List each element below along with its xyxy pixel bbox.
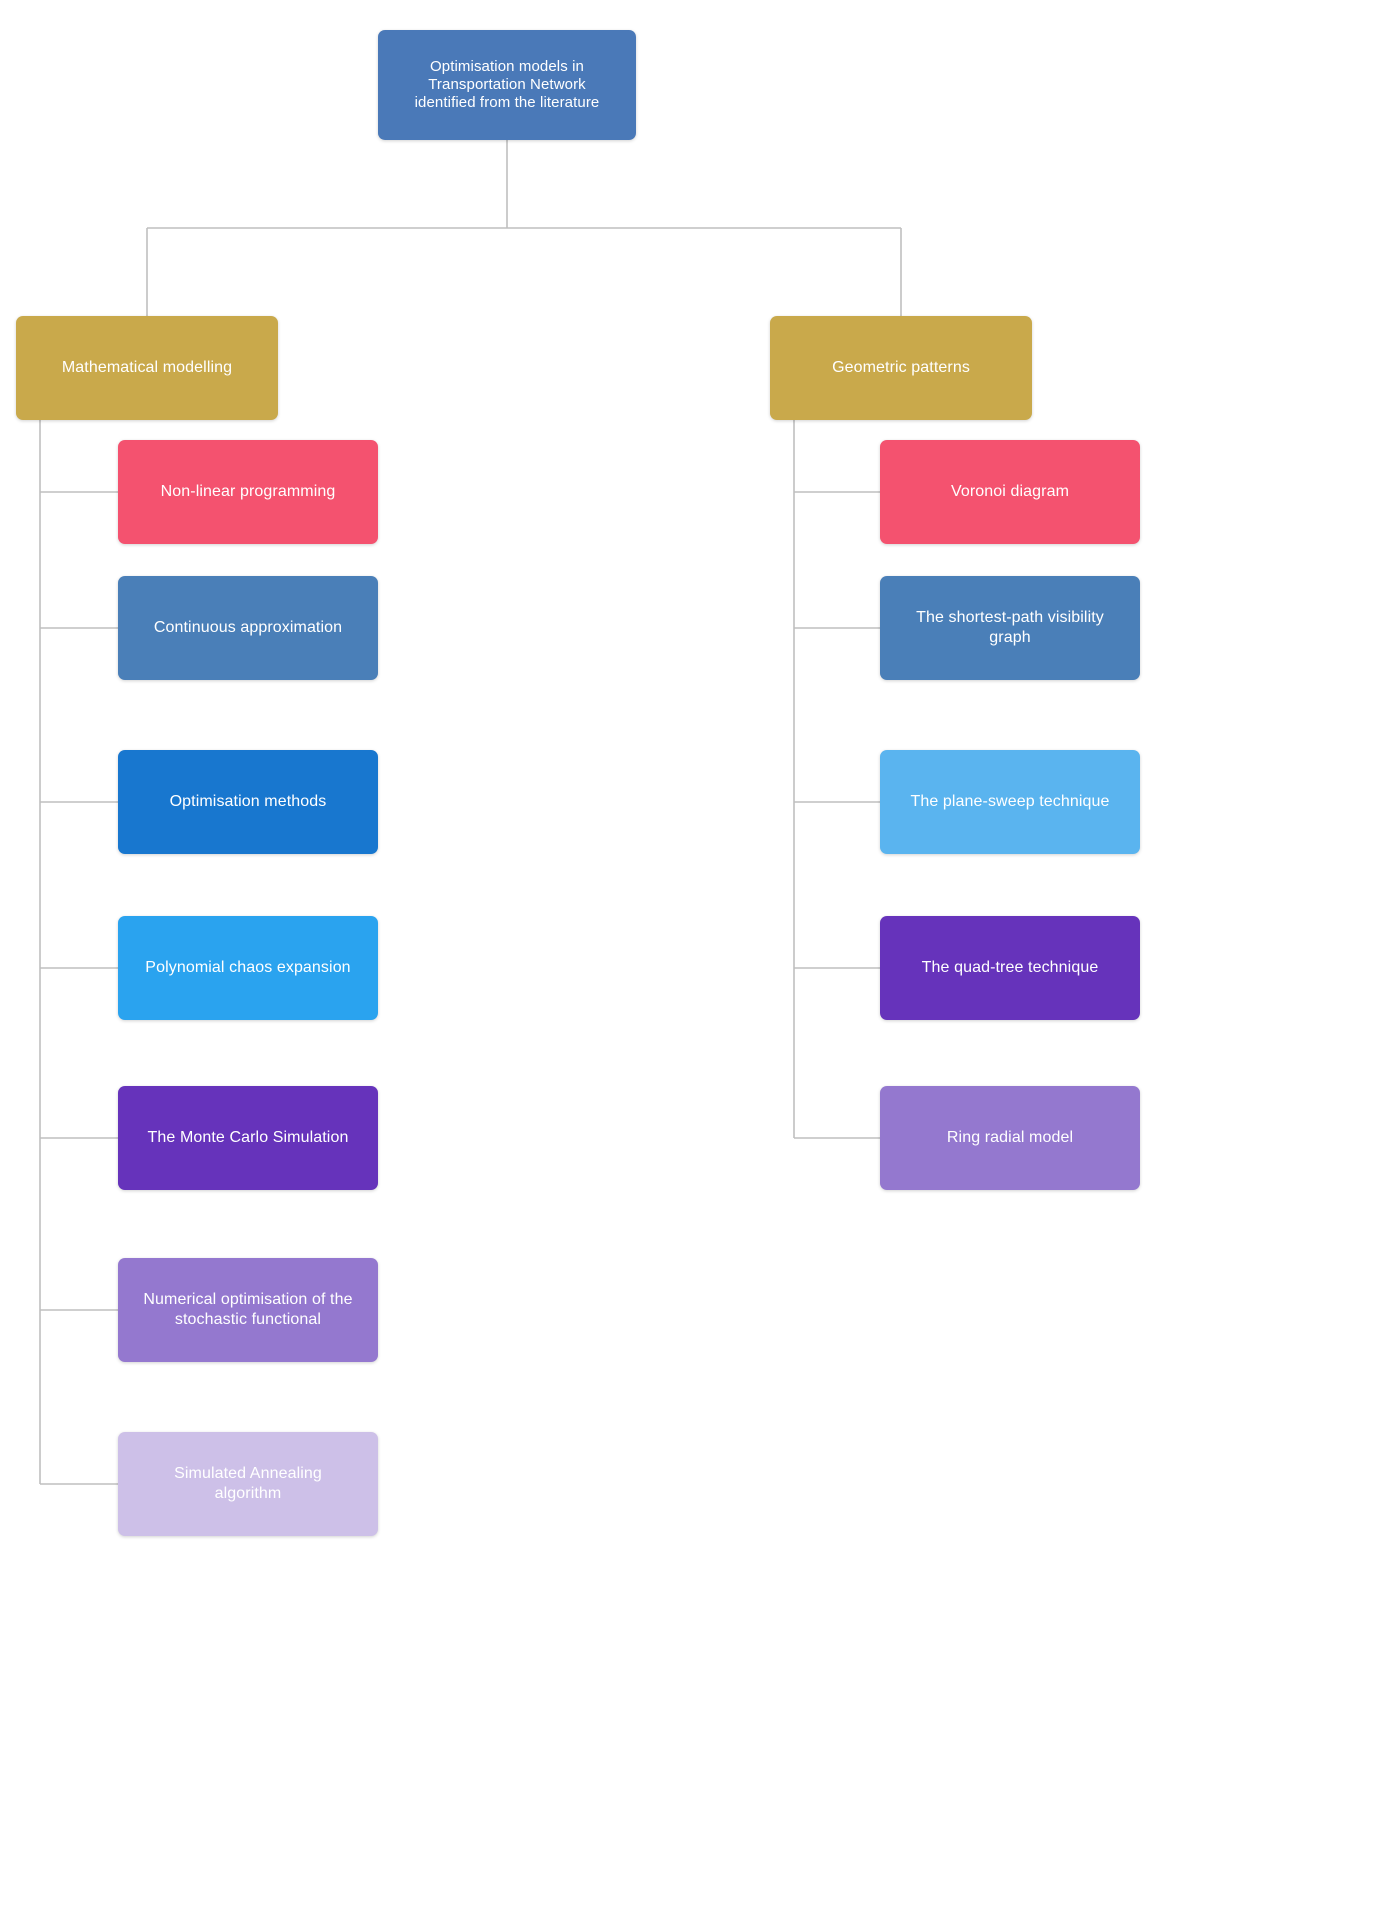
leaf-node-geometric-patterns-0[interactable]: Voronoi diagram [880,440,1140,544]
leaf-node-mathematical-modelling-1[interactable]: Continuous approximation [118,576,378,680]
leaf-node-mathematical-modelling-4[interactable]: The Monte Carlo Simulation [118,1086,378,1190]
leaf-node-geometric-patterns-3[interactable]: The quad-tree technique [880,916,1140,1020]
leaf-node-mathematical-modelling-5[interactable]: Numerical optimisation of the stochastic… [118,1258,378,1362]
leaf-node-geometric-patterns-1[interactable]: The shortest-path visibility graph [880,576,1140,680]
root-node[interactable]: Optimisation models in Transportation Ne… [378,30,636,140]
leaf-node-mathematical-modelling-0[interactable]: Non-linear programming [118,440,378,544]
leaf-node-mathematical-modelling-6[interactable]: Simulated Annealing algorithm [118,1432,378,1536]
leaf-node-geometric-patterns-4[interactable]: Ring radial model [880,1086,1140,1190]
leaf-node-mathematical-modelling-3[interactable]: Polynomial chaos expansion [118,916,378,1020]
leaf-node-mathematical-modelling-2[interactable]: Optimisation methods [118,750,378,854]
branch-node-mathematical-modelling[interactable]: Mathematical modelling [16,316,278,420]
leaf-node-geometric-patterns-2[interactable]: The plane-sweep technique [880,750,1140,854]
branch-node-geometric-patterns[interactable]: Geometric patterns [770,316,1032,420]
